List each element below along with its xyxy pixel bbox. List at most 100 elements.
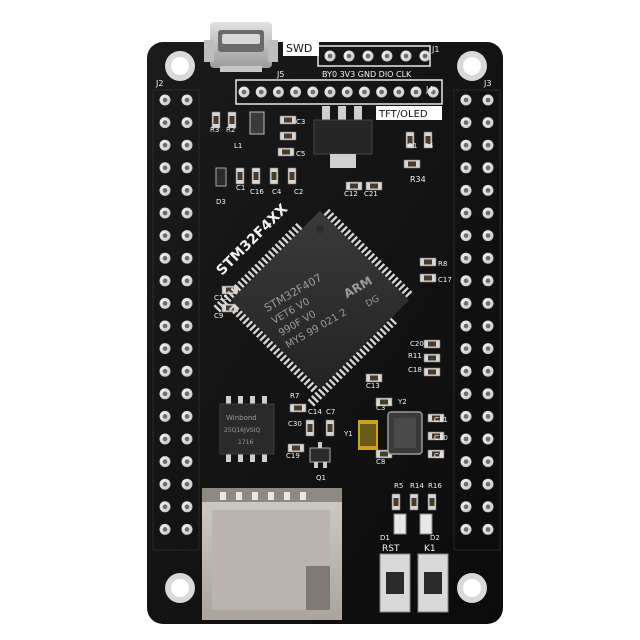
pin-hole (162, 368, 168, 374)
mcu-pin (228, 302, 237, 311)
label-c10: C10 (434, 434, 448, 442)
pin-hole (162, 233, 168, 239)
pin-hole (162, 504, 168, 510)
pin-hole (485, 436, 491, 442)
label-c7: C7 (326, 408, 335, 416)
mcu-pin (333, 218, 342, 228)
pin-hole (310, 89, 316, 95)
mcu-pin (264, 253, 273, 262)
mcu-pin (327, 378, 336, 387)
smd-body (425, 136, 431, 144)
mcu-pin (262, 336, 271, 345)
mcu-pin (281, 236, 290, 245)
mcu-pin (288, 229, 297, 238)
smd-body (380, 399, 388, 405)
mcu-pin (389, 316, 398, 326)
pin-hole (362, 89, 367, 95)
pin-hole (463, 436, 469, 442)
mcu-pin (366, 252, 376, 261)
pin-hole (430, 89, 436, 95)
pin-hole (485, 188, 491, 193)
user-button-k1[interactable] (417, 553, 449, 613)
mcu-pin (349, 235, 359, 244)
pin-hole (485, 142, 491, 148)
swd-label: SWD (286, 42, 312, 55)
label-d1: D1 (380, 534, 390, 542)
mcu-pin (365, 340, 374, 349)
diode-d3 (215, 167, 227, 187)
mcu-pin (242, 316, 251, 325)
j1-label: J1 (431, 45, 439, 54)
pin-hole (184, 323, 190, 329)
transistor-q1 (309, 442, 331, 468)
label-c5: C5 (296, 150, 305, 158)
mcu-pin (307, 398, 316, 407)
swd-pin-labels: BY0 3V3 GND DIO CLK (322, 70, 412, 79)
label-c1: C1 (236, 184, 245, 192)
mcu-pin (276, 350, 285, 359)
mcu-pin (310, 384, 319, 393)
label-c19: C19 (286, 452, 300, 460)
pin-hole (485, 504, 491, 510)
pin-hole (162, 278, 168, 284)
pin-hole (485, 481, 491, 487)
smd-body (411, 498, 417, 506)
mcu-pin (286, 360, 295, 369)
pin-hole (485, 233, 491, 239)
crystal-y1 (358, 420, 378, 450)
smd-body (393, 498, 399, 506)
pin-hole (485, 323, 491, 329)
mcu-pin (233, 284, 242, 293)
mcu-pin (361, 344, 370, 353)
mcu-pin (220, 297, 229, 306)
label-c13: C13 (366, 382, 380, 390)
pin-hole (396, 89, 402, 95)
mcu-pin (353, 239, 362, 248)
pin-hole (184, 301, 190, 306)
mcu-pin (284, 233, 293, 242)
mcu-pin (245, 319, 254, 328)
micro-sd-slot (202, 488, 342, 620)
smd-body (226, 287, 234, 293)
mcu-pin (249, 323, 258, 332)
smd-body (424, 275, 432, 281)
mcu-pin (237, 280, 246, 289)
mcu-pin (377, 263, 386, 272)
mcu-pin (213, 304, 222, 313)
smd-body (432, 451, 440, 457)
pin-hole (327, 89, 333, 95)
mcu-pin (303, 377, 312, 386)
mcu-pin (387, 273, 396, 282)
pin-hole (184, 436, 190, 442)
pin-hole (184, 504, 190, 510)
pin-hole (485, 459, 491, 464)
lcd-header-outline (235, 79, 443, 105)
pin-hole (184, 120, 190, 125)
smd-body (424, 259, 432, 265)
pin-hole (463, 301, 469, 306)
mcu-pin (274, 243, 283, 252)
pin-hole (485, 210, 491, 216)
mcu-pin (344, 361, 353, 370)
pin-hole (413, 89, 419, 95)
mcu-pin (293, 367, 302, 376)
pin-hole (184, 391, 190, 397)
pin-hole (162, 481, 168, 487)
mcu-pin (336, 222, 345, 231)
pin-hole (485, 255, 491, 261)
pin-hole (162, 165, 168, 171)
smd-body (292, 445, 300, 451)
smd-body (408, 161, 416, 167)
reset-button[interactable] (379, 553, 411, 613)
label-r7: R7 (290, 392, 299, 400)
mcu-pin (232, 306, 241, 315)
pin-hole (463, 459, 469, 464)
smd-body (370, 375, 378, 381)
pin-hole (485, 346, 491, 351)
mcu-pin (404, 290, 413, 299)
mcu-pin (216, 300, 225, 310)
mcu-pin (355, 350, 364, 359)
mcu-pin (375, 330, 384, 339)
mcu-pin (289, 363, 298, 372)
smd-body (284, 117, 292, 123)
